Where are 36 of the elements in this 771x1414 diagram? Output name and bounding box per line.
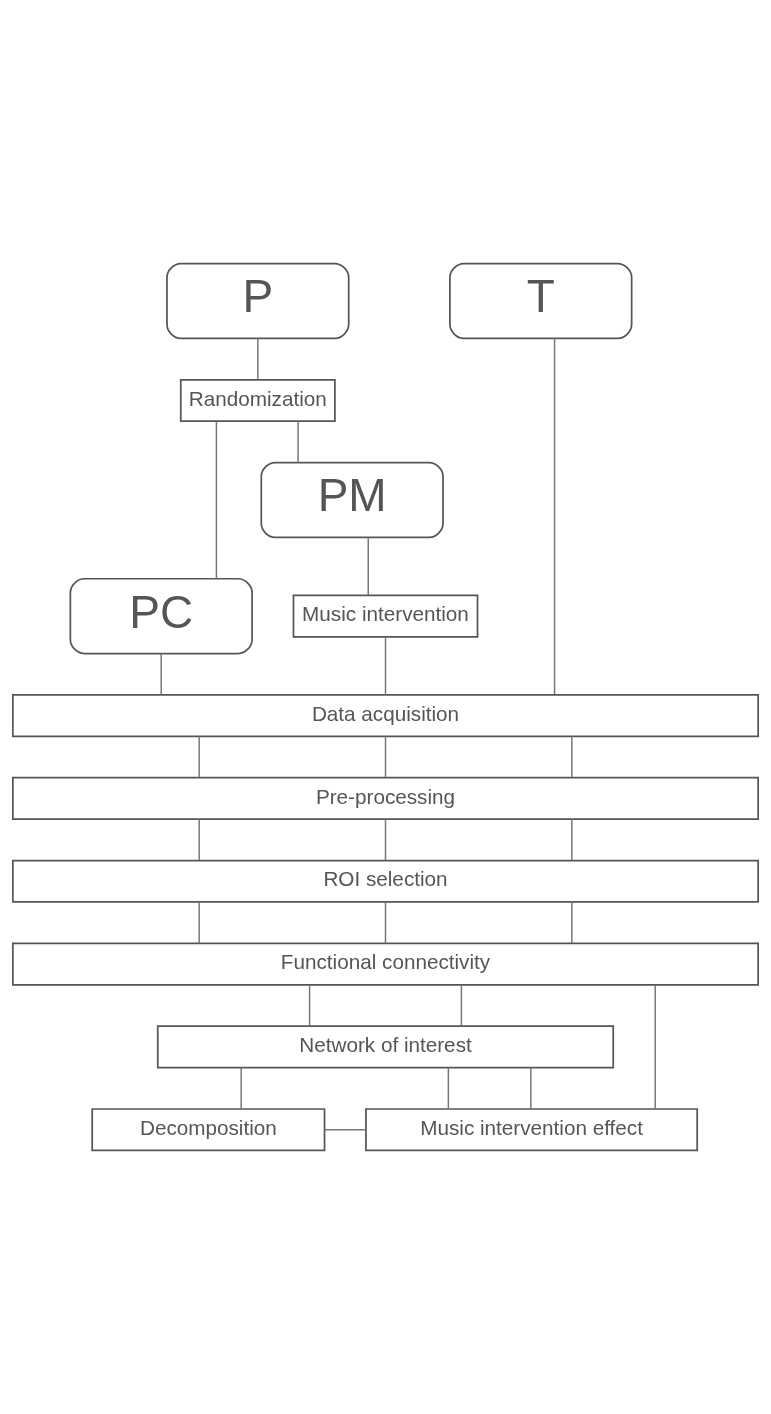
node-box: ROI selection — [11, 859, 760, 903]
connector — [160, 653, 162, 696]
connector — [447, 1067, 450, 1110]
connector — [198, 818, 200, 861]
connector — [215, 420, 218, 580]
connector — [571, 735, 573, 778]
connector — [240, 1067, 242, 1110]
node-box: Music intervention effect — [365, 1108, 699, 1152]
connector — [384, 636, 387, 696]
connector — [257, 337, 259, 381]
connector — [571, 818, 573, 861]
connector — [553, 337, 556, 696]
connector — [460, 984, 463, 1027]
connector — [384, 818, 387, 861]
node-box: PM — [260, 461, 444, 539]
connector — [367, 536, 369, 597]
node-box: Pre-processing — [11, 776, 760, 820]
connector — [198, 901, 200, 944]
node-box: Music intervention — [292, 594, 479, 638]
connector — [654, 984, 656, 1110]
node-box: PC — [69, 577, 253, 655]
connector — [530, 1067, 532, 1110]
connector — [297, 420, 299, 464]
node-box: Network of interest — [156, 1025, 615, 1069]
node-box: T — [449, 262, 633, 340]
node-box: Data acquisition — [11, 694, 760, 738]
connector — [198, 735, 200, 778]
connector — [384, 901, 387, 944]
connector — [308, 984, 311, 1027]
connector — [384, 735, 387, 778]
node-box: Randomization — [179, 378, 336, 423]
connector — [323, 1128, 367, 1131]
connector — [571, 901, 573, 944]
node-box: P — [166, 262, 350, 340]
node-box: Decomposition — [91, 1108, 326, 1152]
node-box: Functional connectivity — [11, 942, 760, 986]
